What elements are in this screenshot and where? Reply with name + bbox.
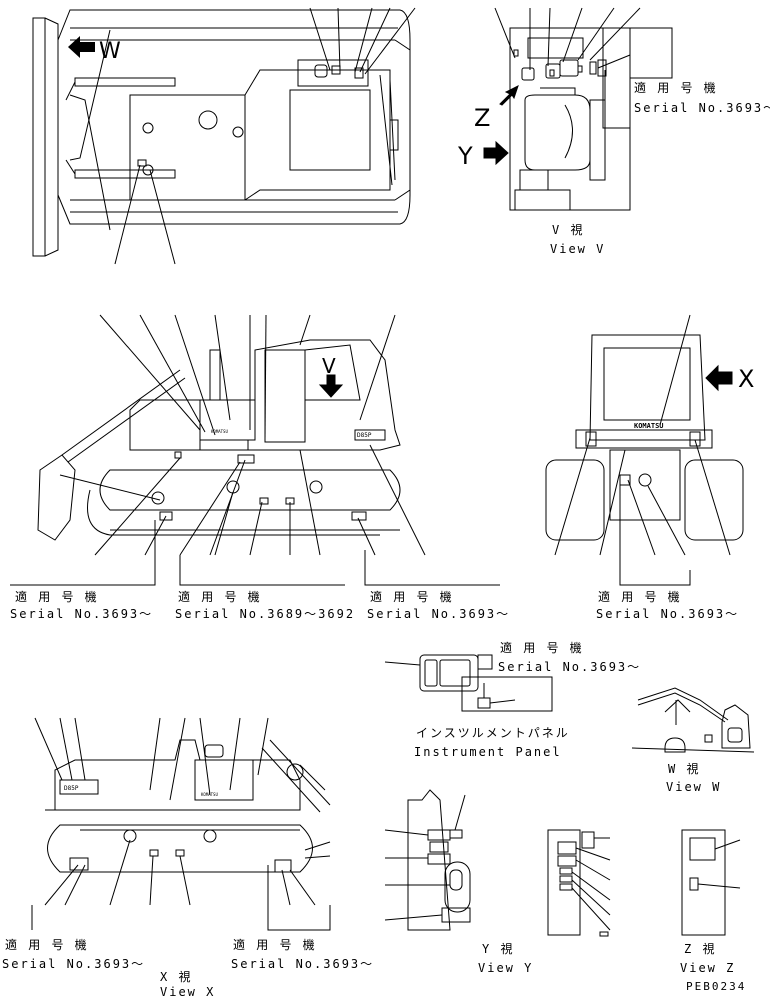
serial-applicable-1: 適 用 号 機 — [15, 590, 99, 604]
view-v-serial: Serial No.3693～ — [634, 101, 770, 115]
v-arrow-label: V — [322, 354, 336, 378]
instrument-panel-en: Instrument Panel — [414, 745, 562, 759]
x-serial-2: Serial No.3693～ — [231, 957, 375, 971]
view-v-diagram — [484, 8, 672, 210]
view-w-jp: W 視 — [668, 762, 701, 776]
view-w-diagram — [632, 688, 754, 752]
serial-2: Serial No.3689～3692 — [175, 607, 356, 621]
serial-applicable-3: 適 用 号 機 — [370, 590, 454, 604]
view-y2-diagram — [548, 830, 610, 936]
drawing-code: PEB0234 — [686, 980, 747, 993]
x-arrow-label: X — [738, 365, 755, 393]
brand-decal-side: KOMATSU — [211, 429, 228, 434]
w-arrow-shaft — [79, 42, 95, 52]
x-serial-1: Serial No.3693～ — [2, 957, 146, 971]
brand-decal-rear: KOMATSU — [634, 422, 664, 430]
view-x-jp: X 視 — [160, 970, 193, 984]
serial-4: Serial No.3693～ — [596, 607, 740, 621]
serial-3: Serial No.3693～ — [367, 607, 511, 621]
serial-1: Serial No.3693～ — [10, 607, 154, 621]
instrument-serial-applicable: 適 用 号 機 — [500, 641, 584, 655]
y-arrow-label: Y — [458, 142, 473, 170]
view-x-en: View X — [160, 985, 216, 999]
view-z-diagram — [682, 830, 740, 935]
z-arrow-label: Z — [474, 104, 491, 132]
instrument-panel-jp: インスツルメントパネル — [416, 726, 570, 740]
serial-applicable-2: 適 用 号 機 — [178, 590, 262, 604]
view-v-jp: V 視 — [552, 223, 585, 237]
view-v-en: View V — [550, 242, 606, 256]
instrument-panel-diagram — [385, 655, 552, 711]
instrument-serial: Serial No.3693～ — [498, 660, 642, 674]
top-plan-view — [33, 8, 415, 264]
model-decal-side: D85P — [357, 432, 372, 439]
view-y-en: View Y — [478, 961, 534, 975]
view-z-en: View Z — [680, 961, 736, 975]
view-x-diagram — [32, 718, 330, 930]
view-y-diagram — [385, 790, 470, 930]
view-w-en: View W — [666, 780, 722, 794]
w-arrow-icon — [68, 36, 80, 58]
x-serial-applicable-2: 適 用 号 機 — [233, 938, 317, 952]
w-arrow-label: W — [99, 39, 121, 64]
view-v-serial-applicable: 適 用 号 機 — [634, 81, 718, 95]
model-decal-x: D85P — [64, 785, 79, 792]
x-serial-applicable-1: 適 用 号 機 — [5, 938, 89, 952]
brand-decal-x: KOMATSU — [201, 792, 218, 797]
view-y-jp: Y 視 — [482, 942, 515, 956]
serial-applicable-4: 適 用 号 機 — [598, 590, 682, 604]
side-view-diagram — [10, 315, 500, 585]
rear-view-diagram — [546, 315, 743, 585]
view-z-jp: Z 視 — [684, 942, 717, 956]
